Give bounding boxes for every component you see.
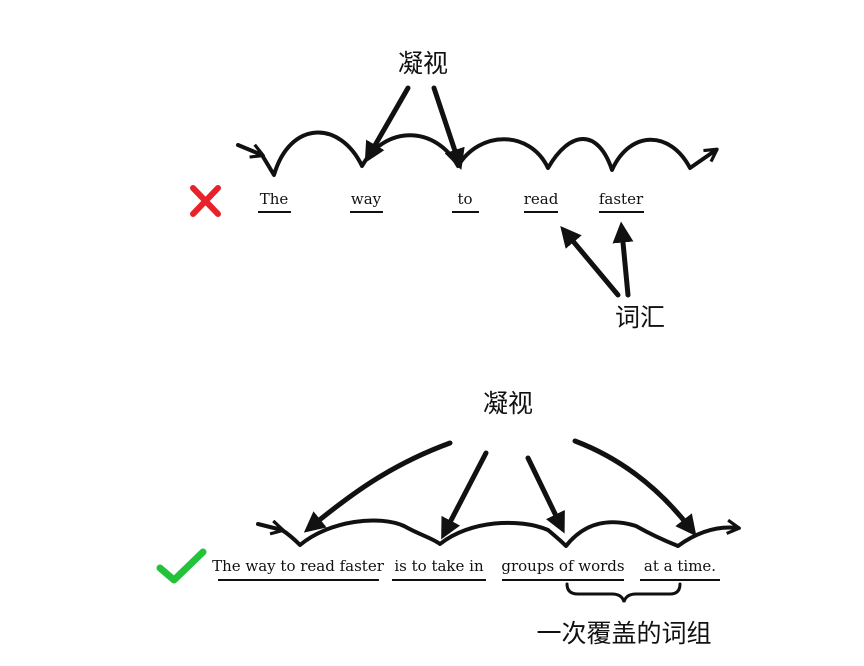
bottom-entry-arrow — [256, 524, 282, 530]
bottom-phrase-4: at a time. — [644, 557, 716, 575]
bottom-panel: 凝视 The way to read faster is to take in … — [156, 389, 738, 648]
top-word-5: faster — [599, 190, 644, 208]
top-word-4: read — [524, 190, 559, 208]
top-saccade-curve — [260, 130, 716, 177]
top-entry-arrow — [236, 143, 262, 155]
bottom-phrase-2: is to take in — [394, 557, 484, 575]
vocab-arrow-2 — [612, 221, 634, 298]
vocab-label: 词汇 — [615, 303, 665, 332]
top-word-2: way — [351, 190, 382, 208]
bottom-fixation-arrow-2 — [441, 450, 489, 540]
top-fixation-arrow-1 — [364, 85, 411, 164]
bottom-fixation-arrow-1 — [303, 440, 453, 533]
vocab-arrow-1 — [560, 225, 621, 298]
bottom-fixation-arrow-3 — [525, 455, 565, 534]
bottom-saccade-curve — [280, 518, 738, 548]
top-fixation-arrow-2 — [431, 85, 465, 170]
top-fixation-label: 凝视 — [398, 49, 448, 78]
check-mark-icon — [156, 548, 207, 584]
bottom-fixation-arrow-4 — [572, 438, 697, 537]
bottom-phrase-3: groups of words — [501, 557, 624, 575]
bottom-fixation-label: 凝视 — [483, 389, 533, 418]
phrase-brace — [565, 582, 682, 603]
top-word-1: The — [260, 190, 289, 208]
brace-label: 一次覆盖的词组 — [536, 619, 711, 648]
top-panel: 凝视 The way to read faster 词汇 — [190, 49, 716, 332]
wrong-mark-icon — [190, 185, 221, 217]
bottom-phrase-1: The way to read faster — [212, 557, 385, 575]
top-word-3: to — [457, 190, 472, 208]
